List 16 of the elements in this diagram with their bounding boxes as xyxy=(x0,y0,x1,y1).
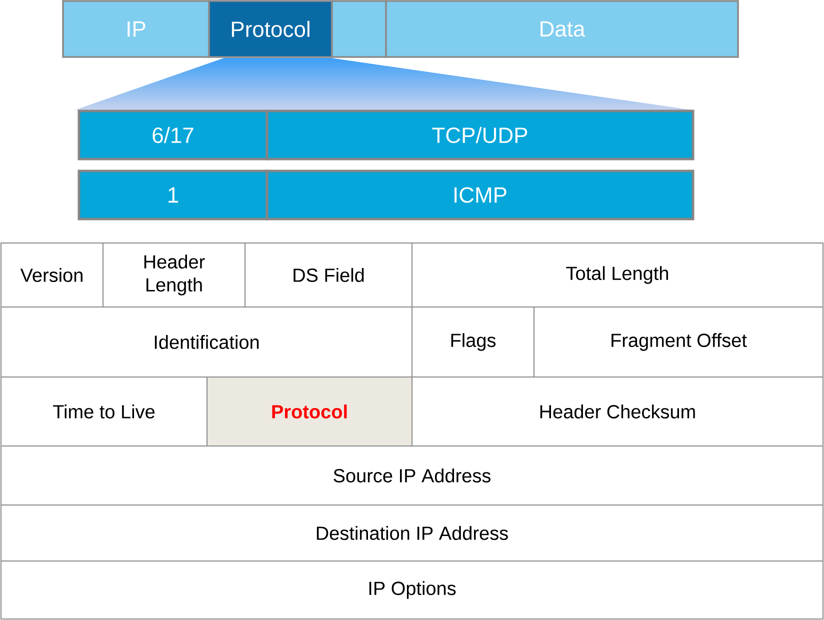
table-cell: Destination IP Address xyxy=(0,504,824,562)
table-cell: Source IP Address xyxy=(0,446,824,506)
table-cell: Protocol xyxy=(206,376,412,446)
table-cell: Header Checksum xyxy=(412,376,824,446)
table-cell: IP Options xyxy=(0,560,824,620)
table-cell: Version xyxy=(0,242,104,308)
table-cell: 1 xyxy=(78,170,268,220)
packet-field: Protocol xyxy=(208,0,333,58)
table-cell: Flags xyxy=(412,306,534,378)
table-cell: 6/17 xyxy=(78,110,268,160)
packet-field: IP xyxy=(62,0,210,58)
table-cell: Total Length xyxy=(412,242,824,308)
table-cell: Header Length xyxy=(102,242,246,308)
table-cell: DS Field xyxy=(244,242,412,308)
table-cell: Fragment Offset xyxy=(534,306,824,378)
empty-field xyxy=(331,0,387,58)
